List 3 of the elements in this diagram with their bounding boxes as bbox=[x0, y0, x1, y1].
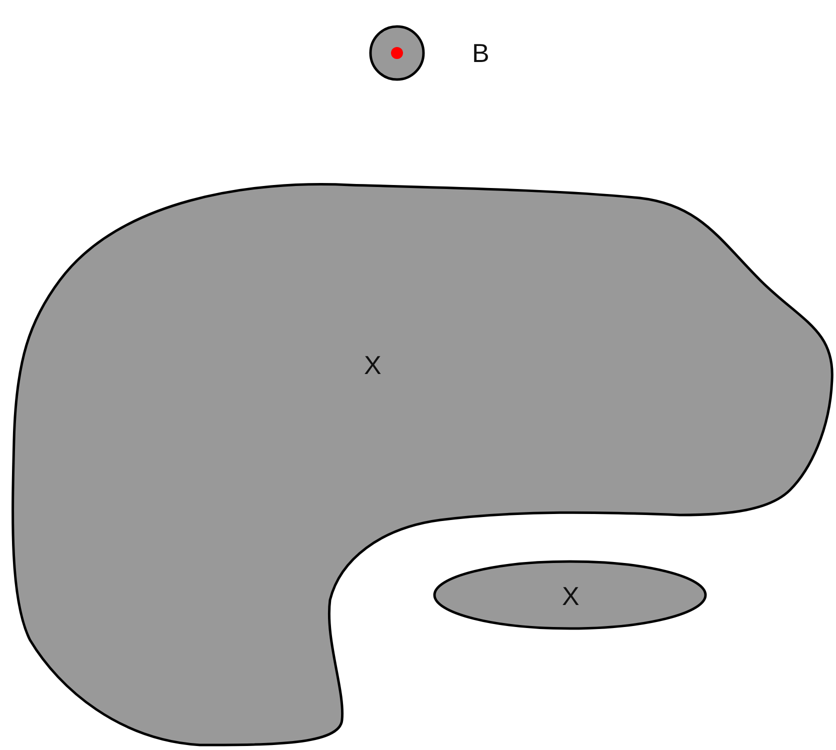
set-label: X bbox=[562, 583, 580, 609]
set-label: X bbox=[364, 352, 382, 378]
point-label: B bbox=[472, 40, 490, 66]
